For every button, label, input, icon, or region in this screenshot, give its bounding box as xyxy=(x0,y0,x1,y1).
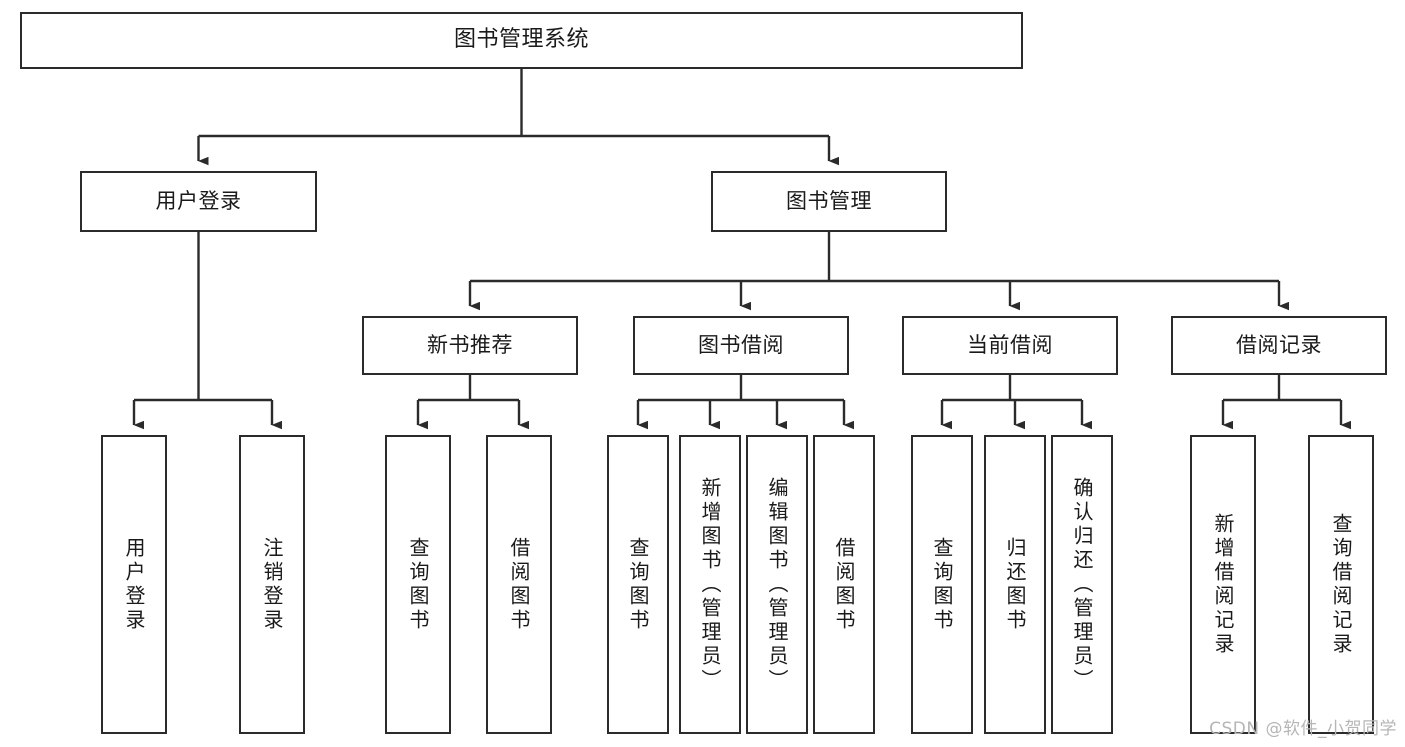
node-current-borrow[interactable]: 当前借阅 xyxy=(902,316,1118,375)
node-leaf-confirm-return-label: 确认归还（管理员） xyxy=(1070,476,1094,693)
node-leaf-query-book-1-label: 查询图书 xyxy=(406,536,430,633)
node-book-management-label: 图书管理 xyxy=(786,189,872,214)
node-book-management[interactable]: 图书管理 xyxy=(711,171,947,232)
node-leaf-confirm-return[interactable]: 确认归还（管理员） xyxy=(1051,435,1113,734)
node-root[interactable]: 图书管理系统 xyxy=(20,12,1023,69)
node-leaf-logout-label: 注销登录 xyxy=(260,536,284,633)
node-new-book-recommend-label: 新书推荐 xyxy=(427,333,513,358)
node-leaf-edit-book-label: 编辑图书（管理员） xyxy=(765,476,789,693)
node-root-label: 图书管理系统 xyxy=(453,27,589,53)
node-leaf-query-record-label: 查询借阅记录 xyxy=(1329,512,1353,657)
node-borrow-record-label: 借阅记录 xyxy=(1236,333,1322,358)
node-leaf-add-record-label: 新增借阅记录 xyxy=(1211,512,1235,657)
node-user-login-label: 用户登录 xyxy=(155,189,242,214)
node-user-login[interactable]: 用户登录 xyxy=(80,171,317,232)
node-leaf-add-book[interactable]: 新增图书（管理员） xyxy=(679,435,741,734)
node-leaf-return-book-label: 归还图书 xyxy=(1003,536,1027,633)
node-leaf-query-book-3-label: 查询图书 xyxy=(930,536,954,633)
node-leaf-query-book-2[interactable]: 查询图书 xyxy=(607,435,669,734)
edge-paths xyxy=(132,69,1351,430)
node-current-borrow-label: 当前借阅 xyxy=(967,333,1053,358)
node-leaf-borrow-book-2-label: 借阅图书 xyxy=(832,536,856,633)
node-leaf-user-login[interactable]: 用户登录 xyxy=(101,435,167,734)
node-book-borrow[interactable]: 图书借阅 xyxy=(633,316,849,375)
node-leaf-add-record[interactable]: 新增借阅记录 xyxy=(1190,435,1256,734)
node-leaf-logout[interactable]: 注销登录 xyxy=(239,435,305,734)
node-leaf-query-record[interactable]: 查询借阅记录 xyxy=(1308,435,1374,734)
node-leaf-borrow-book-2[interactable]: 借阅图书 xyxy=(813,435,875,734)
node-leaf-edit-book[interactable]: 编辑图书（管理员） xyxy=(746,435,808,734)
node-leaf-return-book[interactable]: 归还图书 xyxy=(984,435,1046,734)
node-leaf-user-login-label: 用户登录 xyxy=(122,536,146,633)
node-new-book-recommend[interactable]: 新书推荐 xyxy=(362,316,578,375)
node-leaf-borrow-book-1[interactable]: 借阅图书 xyxy=(486,435,552,734)
node-leaf-query-book-2-label: 查询图书 xyxy=(626,536,650,633)
node-leaf-query-book-1[interactable]: 查询图书 xyxy=(385,435,451,734)
node-leaf-borrow-book-1-label: 借阅图书 xyxy=(507,536,531,633)
csdn-watermark: CSDN @软件_小贺同学 xyxy=(1209,719,1397,739)
node-book-borrow-label: 图书借阅 xyxy=(698,333,784,358)
node-leaf-add-book-label: 新增图书（管理员） xyxy=(698,476,722,693)
node-borrow-record[interactable]: 借阅记录 xyxy=(1171,316,1387,375)
node-leaf-query-book-3[interactable]: 查询图书 xyxy=(911,435,973,734)
